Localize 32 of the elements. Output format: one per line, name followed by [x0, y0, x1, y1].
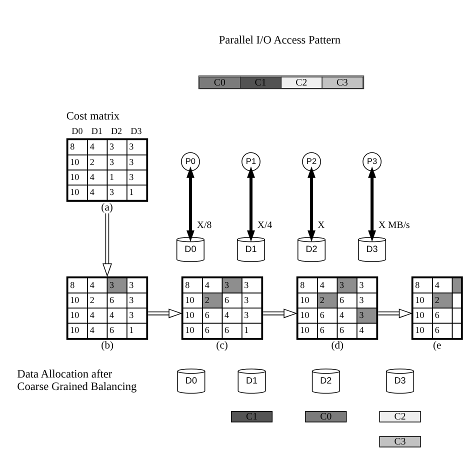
arrow [262, 308, 298, 318]
node-label: D0 [72, 126, 83, 136]
node-label: (b) [101, 340, 114, 352]
edge-label: X MB/s [378, 220, 410, 231]
edge-label: X/4 [257, 220, 272, 231]
node-label: D2 [111, 126, 122, 136]
node-box: C1 [230, 411, 273, 422]
node-box: C2 [379, 411, 421, 422]
edge-label: X [318, 220, 325, 231]
node-label: (c) [216, 340, 228, 352]
arrow [308, 166, 316, 242]
arrow [378, 308, 412, 318]
edge-label: X/8 [196, 220, 212, 231]
node-circle: P1 [242, 152, 260, 172]
node-circle: P3 [362, 152, 382, 172]
node-circle: P0 [181, 152, 200, 172]
arrow [186, 166, 194, 242]
node-label: (a) [101, 202, 113, 214]
arrow [368, 166, 376, 242]
arrow [148, 308, 182, 318]
node-label: (d) [331, 340, 344, 352]
node-label: Cost matrix [66, 110, 120, 122]
node-label: D1 [91, 126, 102, 136]
arrow [247, 166, 255, 242]
node-box: C0 [305, 411, 347, 422]
label: Parallel I/O Access Pattern [218, 34, 341, 46]
node-circle: P2 [302, 152, 321, 172]
label: Data Allocation after Coarse Grained Balancing [17, 368, 137, 394]
node-box: C3 [379, 436, 421, 448]
arrow [102, 212, 112, 278]
node-label: D3 [130, 126, 142, 136]
node-label: (e [432, 340, 442, 352]
